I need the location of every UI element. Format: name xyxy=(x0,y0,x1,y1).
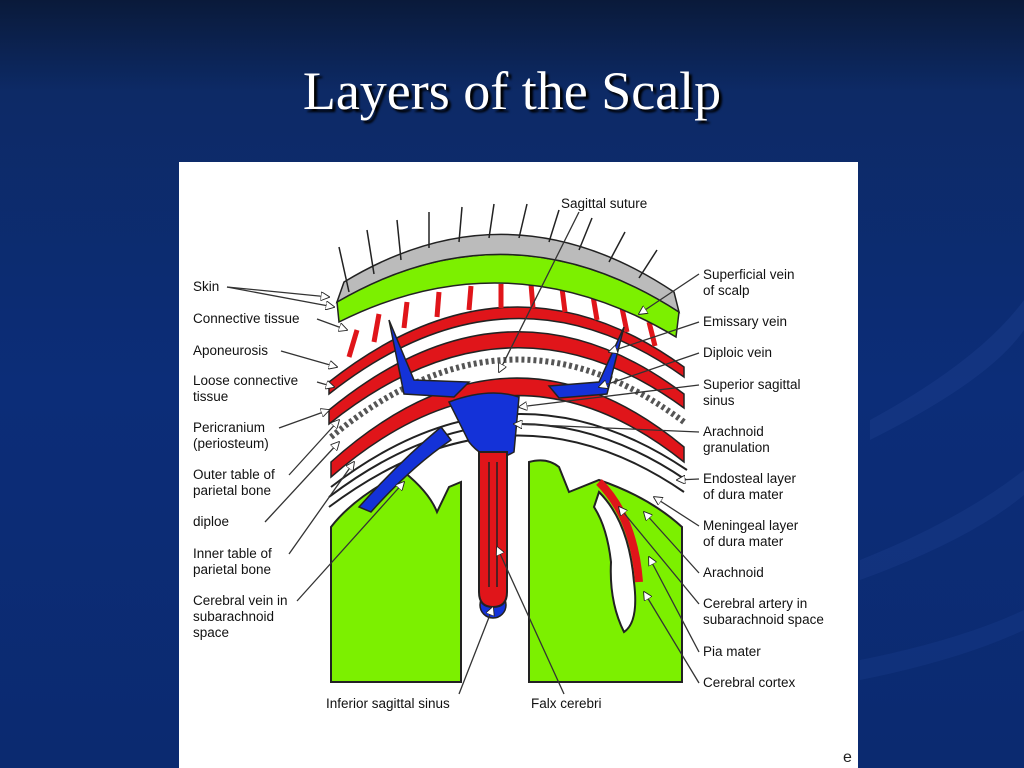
label-inferior-sagittal-sinus: Inferior sagittal sinus xyxy=(326,696,450,711)
label-falx-cerebri: Falx cerebri xyxy=(531,696,602,711)
label-sagittal-suture: Sagittal suture xyxy=(561,196,647,211)
label-cerebral-vein-1: Cerebral vein in xyxy=(193,593,288,608)
label-outer-table-1: Outer table of xyxy=(193,467,275,482)
label-superior-sinus-2: sinus xyxy=(703,393,735,408)
label-superficial-vein-1: Superficial vein xyxy=(703,267,795,282)
label-arachnoid-granulation-1: Arachnoid xyxy=(703,424,764,439)
label-meningeal-1: Meningeal layer xyxy=(703,518,799,533)
label-endosteal-2: of dura mater xyxy=(703,487,784,502)
scalp-diagram: Skin Connective tissue Aponeurosis Loose… xyxy=(193,196,852,766)
label-connective-tissue: Connective tissue xyxy=(193,311,300,326)
label-meningeal-2: of dura mater xyxy=(703,534,784,549)
label-arachnoid: Arachnoid xyxy=(703,565,764,580)
falx-cerebri xyxy=(478,451,508,609)
label-cerebral-artery-2: subarachnoid space xyxy=(703,612,824,627)
label-outer-table-2: parietal bone xyxy=(193,483,271,498)
label-inner-table-2: parietal bone xyxy=(193,562,271,577)
label-skin: Skin xyxy=(193,279,219,294)
label-cerebral-cortex: Cerebral cortex xyxy=(703,675,796,690)
leader-lines xyxy=(226,211,700,695)
skin-layer xyxy=(335,203,681,339)
label-cerebral-vein-2: subarachnoid xyxy=(193,609,274,624)
labels-right: Superficial vein of scalp Emissary vein … xyxy=(703,267,824,690)
label-aponeurosis: Aponeurosis xyxy=(193,343,268,358)
connective-tissue-vessels xyxy=(346,283,658,358)
label-pericranium-1: Pericranium xyxy=(193,420,265,435)
corner-mark: e xyxy=(843,749,852,766)
diagram-panel: Skin Connective tissue Aponeurosis Loose… xyxy=(179,162,858,768)
label-pericranium-2: (periosteum) xyxy=(193,436,269,451)
label-emissary-vein: Emissary vein xyxy=(703,314,787,329)
label-cerebral-artery-1: Cerebral artery in xyxy=(703,596,807,611)
label-cerebral-vein-3: space xyxy=(193,625,229,640)
label-diploe: diploe xyxy=(193,514,229,529)
slide-title: Layers of the Scalp xyxy=(302,61,722,121)
label-endosteal-1: Endosteal layer xyxy=(703,471,797,486)
label-arachnoid-granulation-2: granulation xyxy=(703,440,770,455)
label-inner-table-1: Inner table of xyxy=(193,546,272,561)
cerebral-artery xyxy=(596,479,643,583)
label-diploic-vein: Diploic vein xyxy=(703,345,772,360)
label-pia-mater: Pia mater xyxy=(703,644,761,659)
label-superior-sinus-1: Superior sagittal xyxy=(703,377,801,392)
label-superficial-vein-2: of scalp xyxy=(703,283,750,298)
labels-left: Skin Connective tissue Aponeurosis Loose… xyxy=(193,279,300,640)
label-loose-1: Loose connective xyxy=(193,373,298,388)
bone-tables xyxy=(328,306,686,479)
label-loose-2: tissue xyxy=(193,389,228,404)
